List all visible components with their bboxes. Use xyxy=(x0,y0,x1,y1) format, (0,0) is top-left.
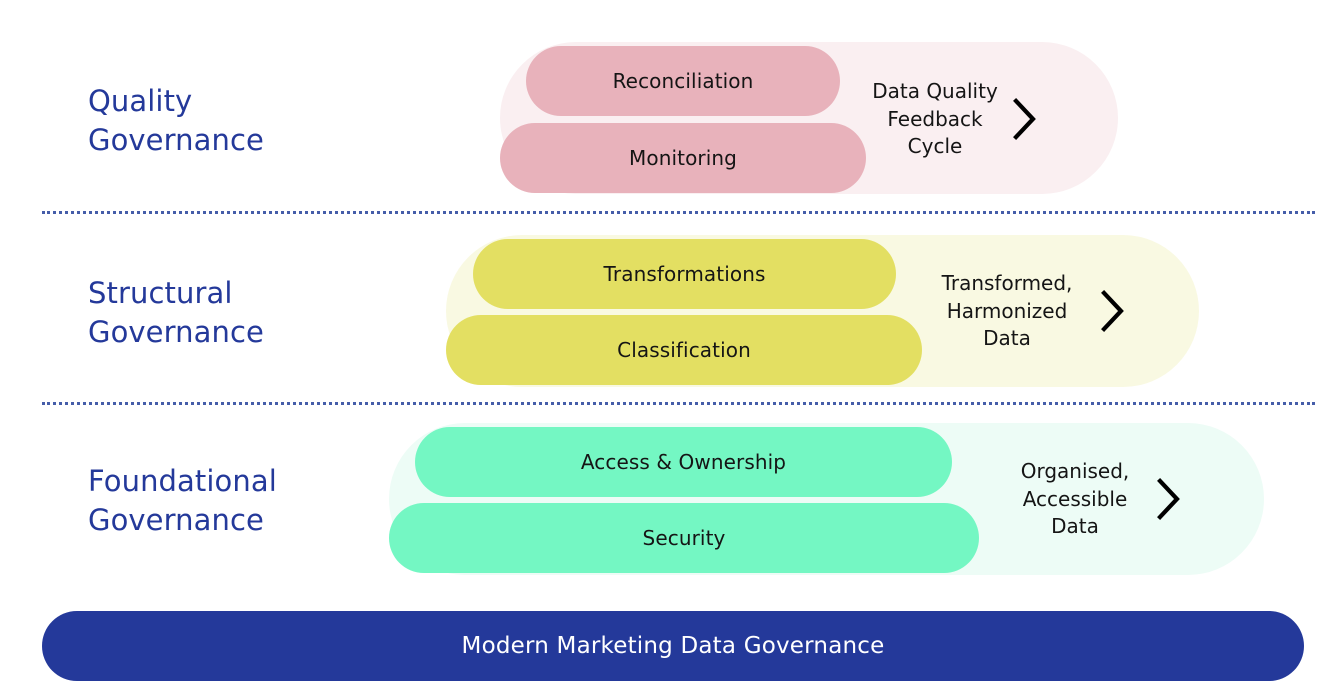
outcome-quality: Data Quality Feedback Cycle xyxy=(872,78,1072,161)
capsule-security[interactable]: Security xyxy=(389,503,979,573)
capsule-monitoring[interactable]: Monitoring xyxy=(500,123,866,193)
capsule-label: Transformations xyxy=(603,262,766,286)
capsule-label: Reconciliation xyxy=(612,69,754,93)
capsule-label: Classification xyxy=(617,338,751,362)
outcome-text: Transformed, Harmonized Data xyxy=(941,271,1073,351)
capsule-access-ownership[interactable]: Access & Ownership xyxy=(415,427,952,497)
chevron-right-icon xyxy=(1157,478,1180,521)
outcome-structural: Transformed, Harmonized Data xyxy=(928,270,1158,353)
chevron-right-icon xyxy=(1101,290,1124,333)
tier-label-quality: Quality Governance xyxy=(88,84,264,157)
divider-structural-foundational xyxy=(42,402,1315,405)
footer-bar: Modern Marketing Data Governance xyxy=(42,611,1304,681)
footer-title: Modern Marketing Data Governance xyxy=(461,633,885,659)
chevron-right-icon xyxy=(1013,98,1036,141)
outcome-text: Organised, Accessible Data xyxy=(1020,459,1130,539)
capsule-label: Security xyxy=(642,526,726,550)
tier-label-foundational: Foundational Governance xyxy=(88,464,277,537)
capsule-transformations[interactable]: Transformations xyxy=(473,239,896,309)
tier-label-structural: Structural Governance xyxy=(88,276,264,349)
outcome-foundational: Organised, Accessible Data xyxy=(1008,458,1228,541)
capsule-reconciliation[interactable]: Reconciliation xyxy=(526,46,840,116)
capsule-label: Access & Ownership xyxy=(580,450,787,474)
capsule-classification[interactable]: Classification xyxy=(446,315,922,385)
outcome-text: Data Quality Feedback Cycle xyxy=(872,79,998,159)
divider-quality-structural xyxy=(42,211,1315,214)
capsule-label: Monitoring xyxy=(629,146,737,170)
